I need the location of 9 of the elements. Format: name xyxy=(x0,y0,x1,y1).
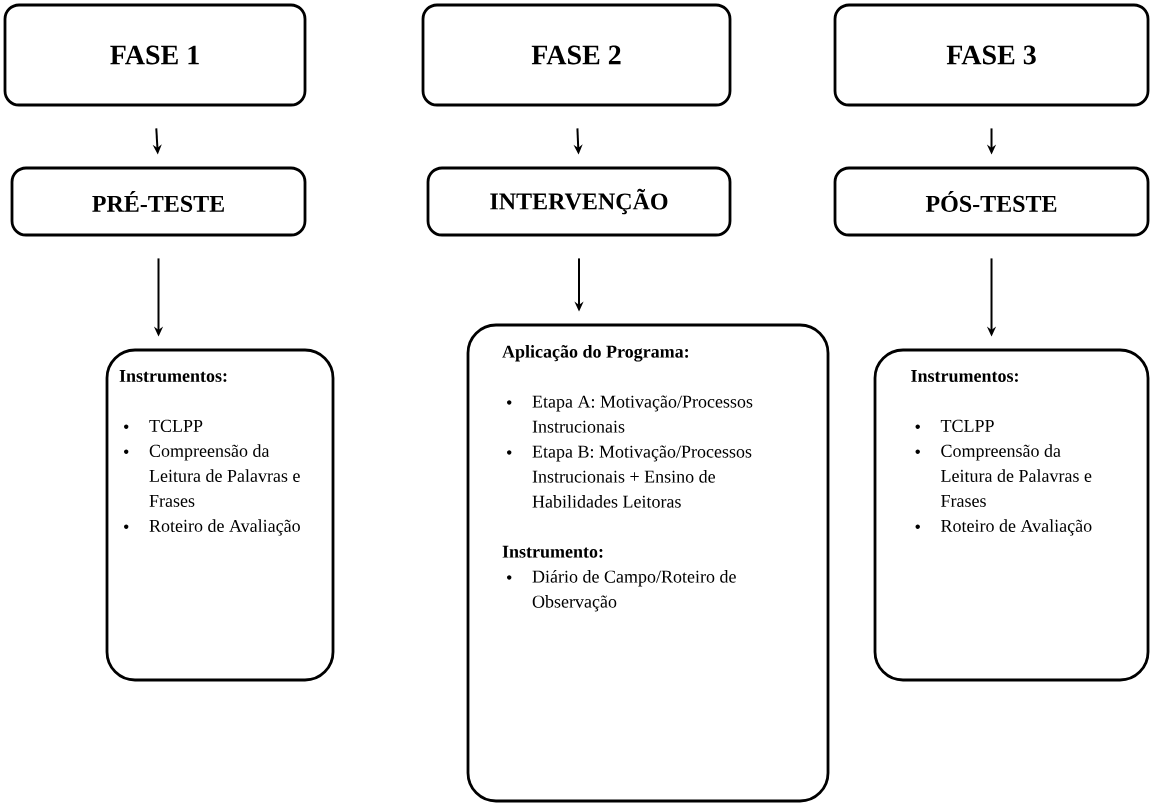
phase-box: FASE 1 xyxy=(3,3,307,107)
phase-box: FASE 2 xyxy=(421,3,732,107)
stage-box: PÓS-TESTE xyxy=(833,166,1150,237)
stage-box: INTERVENÇÃO xyxy=(426,166,732,237)
content-box: Instrumentos: TCLPP Compreensão da Leitura de Palavras e Frases Roteiro de Avaliação xyxy=(873,348,1150,682)
content-box: Aplicação do Programa: Etapa A: Motivação/Processos Instrucionais Etapa B: Motivação/Processos Instrucionais + Ensino de Habilidades Leitoras Instrumento: Diário de Campo/Roteiro de Observação xyxy=(466,323,830,803)
stage-box: PRÉ-TESTE xyxy=(10,166,307,237)
phase-box: FASE 3 xyxy=(833,3,1150,107)
content-box: Instrumentos: TCLPP Compreensão da Leitura de Palavras e Frases Roteiro de Avaliação xyxy=(105,348,335,682)
